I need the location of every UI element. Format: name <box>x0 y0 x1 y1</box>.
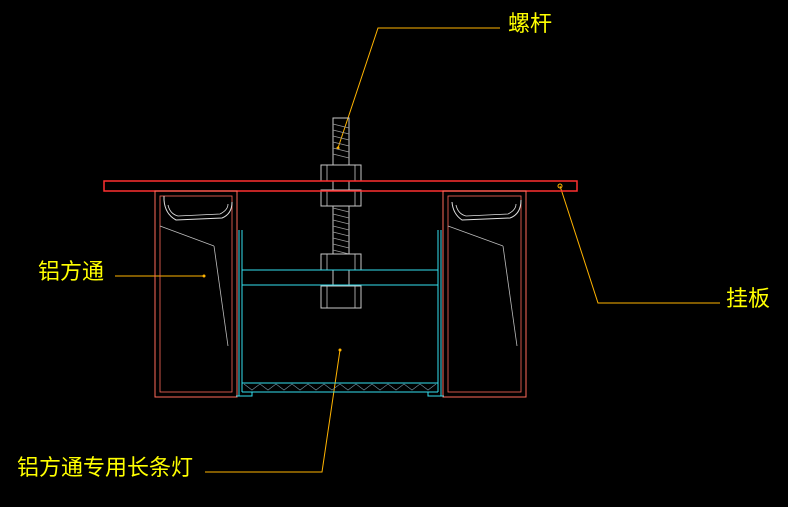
leader-lines <box>115 27 720 473</box>
label-aluminum-tube: 铝方通 <box>38 260 105 285</box>
leader-line-strip-light <box>205 349 341 473</box>
leader-line-bolt <box>337 27 500 149</box>
light-diffuser-pattern <box>243 383 437 391</box>
right-aluminum-tube <box>442 190 527 398</box>
threaded-bolt <box>320 117 362 309</box>
strip-light-fixture <box>236 230 444 397</box>
left-aluminum-tube <box>154 190 238 398</box>
label-strip-light: 铝方通专用长条灯 <box>17 456 194 481</box>
leader-dots <box>202 146 563 352</box>
label-bolt: 螺杆 <box>508 12 553 37</box>
hanging-plate <box>103 180 578 192</box>
label-hanging-plate: 挂板 <box>726 287 771 312</box>
leader-line-hanging-plate <box>559 185 720 304</box>
